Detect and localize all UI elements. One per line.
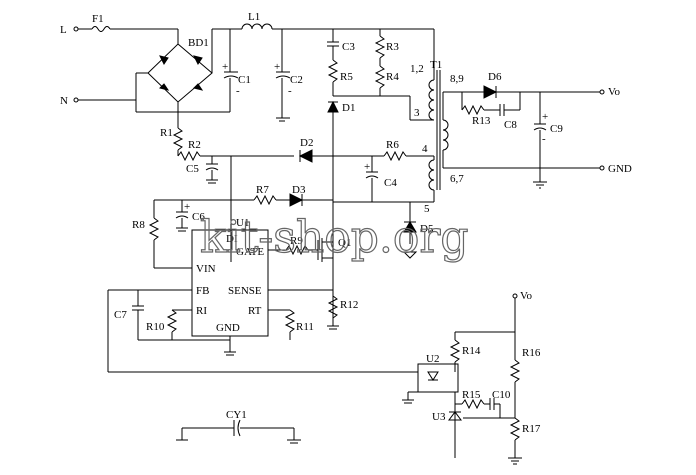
label-C6: C6 (192, 211, 205, 223)
label-U1: U1 (236, 217, 249, 229)
label-D5: D5 (420, 223, 434, 235)
label-RT: RT (248, 305, 262, 317)
label-F1: F1 (92, 13, 104, 25)
label-pin67: 6,7 (450, 173, 464, 185)
label-R7: R7 (256, 184, 269, 196)
label-D1: D1 (342, 102, 355, 114)
label-pin12: 1,2 (410, 63, 424, 75)
y-capacitor-cy1 (176, 419, 301, 444)
label-C9: C9 (550, 123, 563, 135)
plus-C9: + (542, 111, 548, 123)
label-GND-pin: GND (216, 322, 240, 334)
aux-supply (148, 124, 418, 269)
bridge-rectifier-bd1 (147, 29, 213, 124)
label-R16: R16 (522, 347, 541, 359)
label-R2: R2 (188, 139, 201, 151)
label-pin4: 4 (422, 143, 428, 155)
label-GND: GND (608, 163, 632, 175)
label-R17: R17 (522, 423, 541, 435)
label-GATE: GATE (236, 246, 264, 258)
bulk-rail (135, 23, 434, 122)
label-N: N (60, 95, 68, 107)
label-Vo2: Vo (520, 290, 533, 302)
label-R10: R10 (146, 321, 165, 333)
minus-C2: - (288, 85, 292, 97)
ac-input (73, 26, 178, 103)
label-R4: R4 (386, 71, 399, 83)
plus-C1: + (222, 61, 228, 73)
component-labels: L N F1 BD1 L1 C1 C2 C3 R3 R4 R5 D1 T1 1,… (60, 11, 632, 435)
label-R5: R5 (340, 71, 353, 83)
label-D2: D2 (300, 137, 313, 149)
label-R14: R14 (462, 345, 481, 357)
label-CY1: CY1 (226, 409, 247, 421)
plus-C4: + (364, 161, 370, 173)
label-BD1: BD1 (188, 37, 209, 49)
label-C1: C1 (238, 74, 251, 86)
label-VIN: VIN (196, 263, 216, 275)
label-C5: C5 (186, 163, 199, 175)
label-Vo: Vo (608, 86, 621, 98)
watermark: kit-shop.org (200, 212, 469, 263)
label-R1: R1 (160, 127, 173, 139)
label-RI: RI (196, 305, 207, 317)
controller-u1 (107, 229, 418, 373)
label-C3: C3 (342, 41, 355, 53)
label-R8: R8 (132, 219, 145, 231)
label-SENSE: SENSE (228, 285, 262, 297)
label-T1: T1 (430, 59, 442, 71)
label-R6: R6 (386, 139, 399, 151)
label-R11: R11 (296, 321, 314, 333)
label-D6: D6 (488, 71, 502, 83)
label-R15: R15 (462, 389, 481, 401)
label-R3: R3 (386, 41, 399, 53)
label-R12: R12 (340, 299, 358, 311)
label-C8: C8 (504, 119, 517, 131)
label-U2: U2 (426, 353, 439, 365)
label-C7: C7 (114, 309, 127, 321)
label-DI: DI (226, 233, 238, 245)
snubber (327, 29, 424, 318)
plus-C2: + (274, 61, 280, 73)
label-L: L (60, 24, 67, 36)
minus-C1: - (236, 85, 240, 97)
label-FB: FB (196, 285, 209, 297)
label-U3: U3 (432, 411, 446, 423)
label-L1: L1 (248, 11, 260, 23)
label-pin5: 5 (424, 203, 430, 215)
output-stage (461, 85, 605, 189)
feedback-network (402, 293, 522, 465)
transformer-t1 (333, 29, 600, 203)
label-R9: R9 (290, 235, 303, 247)
label-Q1: Q1 (338, 237, 351, 249)
label-pin89: 8,9 (450, 73, 464, 85)
minus-C9: - (542, 133, 546, 145)
label-C2: C2 (290, 74, 303, 86)
label-C10: C10 (492, 389, 511, 401)
label-C4: C4 (384, 177, 397, 189)
label-D3: D3 (292, 184, 306, 196)
label-R13: R13 (472, 115, 491, 127)
label-pin3: 3 (414, 107, 420, 119)
plus-C6: + (184, 201, 190, 213)
